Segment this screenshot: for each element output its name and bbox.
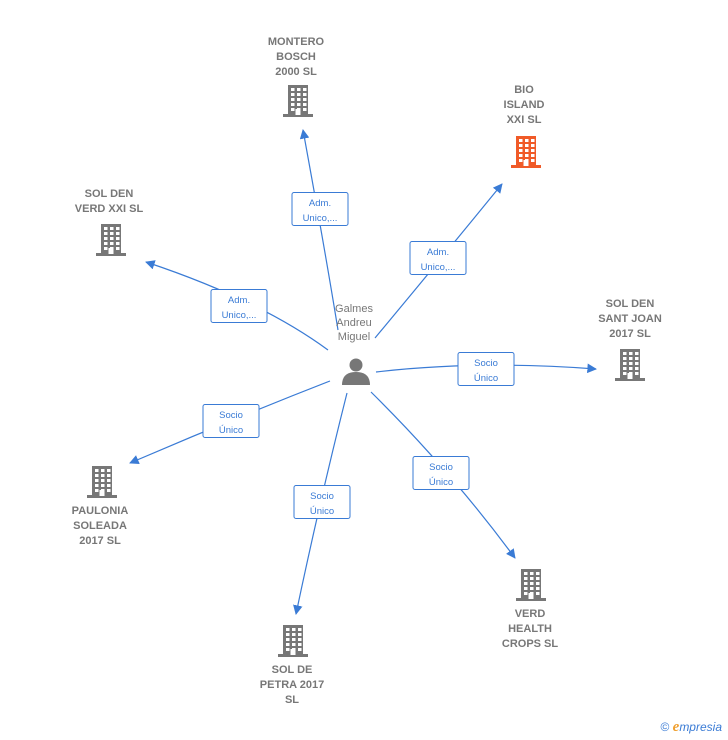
company-label: MONTERO (268, 36, 325, 48)
edge-label-text: Único (474, 373, 498, 384)
company-label: ISLAND (504, 99, 545, 111)
edge-label-box (293, 485, 351, 519)
building-icon (283, 85, 313, 117)
edge-label-box (409, 241, 467, 275)
company-label: 2017 SL (79, 535, 121, 547)
company-node-paulonia[interactable]: PAULONIA SOLEADA 2017 SL (72, 466, 129, 547)
edges-layer (129, 129, 597, 615)
edge-label-bio[interactable]: Adm. Unico,... (409, 241, 467, 275)
nodes-layer: MONTERO BOSCH 2000 SL BIO ISLAND XXI SL SOL DE… (72, 36, 662, 706)
edge-label-text: Socio (429, 462, 453, 473)
edge-label-text: Socio (474, 358, 498, 369)
company-label: PAULONIA (72, 505, 129, 517)
edge-label-box (210, 289, 268, 323)
edge-label-box (457, 352, 515, 386)
edge-labels-layer: Adm. Unico,... Adm. Unico,... Adm. Unico,... S… (202, 192, 515, 519)
building-icon (516, 569, 546, 601)
building-icon (511, 136, 541, 168)
edge-label-text: Unico,... (421, 262, 456, 273)
company-label: XXI SL (507, 114, 542, 126)
building-icon (278, 625, 308, 657)
company-label: SOLEADA (73, 520, 127, 532)
edge-label-text: Único (429, 477, 453, 488)
company-label: HEALTH (508, 623, 552, 635)
edge-label-box (412, 456, 470, 490)
company-label: 2000 SL (275, 66, 317, 78)
copyright-icon: © (660, 720, 670, 734)
building-icon (87, 466, 117, 498)
company-label: VERD XXI SL (75, 203, 144, 215)
person-icon (342, 358, 370, 385)
person-label: Galmes (335, 303, 373, 315)
company-node-verd-health[interactable]: VERD HEALTH CROPS SL (502, 569, 559, 650)
company-label: BOSCH (276, 51, 316, 63)
edge-label-text: Adm. (309, 198, 331, 209)
edge-label-solden-verd[interactable]: Adm. Unico,... (210, 289, 268, 323)
edge-montero (299, 129, 339, 331)
company-label: SL (285, 694, 299, 706)
brand-logo-initial: e (672, 719, 680, 735)
building-icon (96, 224, 126, 256)
company-label: SOL DEN (85, 188, 134, 200)
company-node-sant-joan[interactable]: SOL DEN SANT JOAN 2017 SL (598, 298, 662, 381)
company-label: SOL DE (272, 664, 313, 676)
edge-label-text: Socio (219, 410, 243, 421)
company-label: SANT JOAN (598, 313, 662, 325)
company-label: SOL DEN (606, 298, 655, 310)
company-node-bio[interactable]: BIO ISLAND XXI SL (504, 84, 545, 168)
footer-brand: © empresia (660, 719, 722, 736)
edge-label-text: Unico,... (303, 213, 338, 224)
company-label: VERD (515, 608, 546, 620)
edge-label-text: Único (219, 425, 243, 436)
edge-label-text: Unico,... (222, 310, 257, 321)
brand-name: mpresia (679, 720, 722, 734)
edge-label-montero[interactable]: Adm. Unico,... (291, 192, 349, 226)
edge-label-box (202, 404, 260, 438)
company-label: CROPS SL (502, 638, 559, 650)
company-label: 2017 SL (609, 328, 651, 340)
edge-label-text: Adm. (228, 295, 250, 306)
edge-label-text: Socio (310, 491, 334, 502)
edge-label-box (291, 192, 349, 226)
person-label: Miguel (338, 331, 370, 343)
company-label: BIO (514, 84, 534, 96)
company-node-solden-verd[interactable]: SOL DEN VERD XXI SL (75, 188, 144, 256)
person-label: Andreu (336, 317, 371, 329)
edge-label-text: Único (310, 506, 334, 517)
building-icon (615, 349, 645, 381)
company-label: PETRA 2017 (260, 679, 324, 691)
edge-label-text: Adm. (427, 247, 449, 258)
company-node-montero[interactable]: MONTERO BOSCH 2000 SL (268, 36, 325, 117)
